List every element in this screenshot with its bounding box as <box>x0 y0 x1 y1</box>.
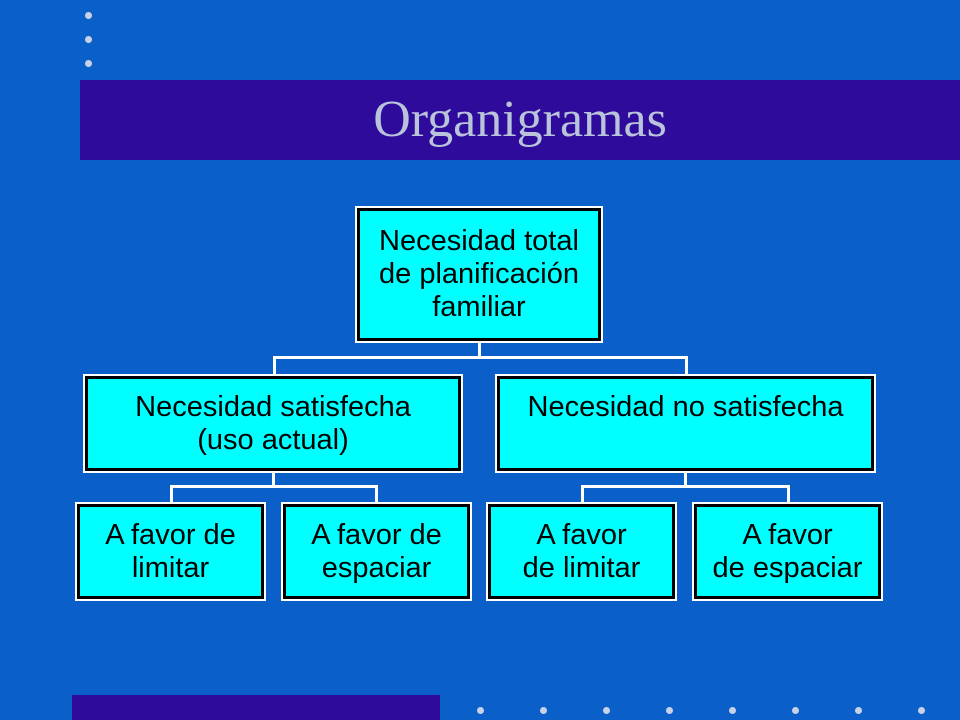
connector-right-child-down <box>684 470 687 487</box>
org-box-label: A favor de espaciar <box>712 518 863 584</box>
title-band: Organigramas <box>80 80 960 160</box>
connector-right-child-bar <box>581 485 790 488</box>
org-box-satisfied-need: Necesidad satisfecha (uso actual) <box>85 376 461 471</box>
connector-root-down <box>478 342 481 359</box>
org-box-label: Necesidad total de planificación familia… <box>379 225 579 323</box>
org-box-label: Necesidad no satisfecha <box>527 391 844 423</box>
connector-left-child-down <box>272 470 275 487</box>
decorative-dot <box>540 707 547 714</box>
decorative-dot <box>729 707 736 714</box>
org-box-unmet-need: Necesidad no satisfecha <box>497 376 874 471</box>
decorative-dot <box>85 60 92 67</box>
connector-level2-bar <box>273 356 688 359</box>
org-box-limit-satisfied: A favor de limitar <box>77 504 264 599</box>
org-box-space-unmet: A favor de espaciar <box>694 504 881 599</box>
decorative-dot <box>603 707 610 714</box>
decorative-dot <box>477 707 484 714</box>
org-box-label: A favor de limitar <box>105 518 236 584</box>
org-box-label: A favor de limitar <box>522 518 641 584</box>
connector-right-child-b <box>787 485 790 505</box>
connector-left-child-a <box>170 485 173 505</box>
decorative-dot <box>85 36 92 43</box>
org-box-space-satisfied: A favor de espaciar <box>283 504 470 599</box>
decorative-dot <box>666 707 673 714</box>
connector-right-down <box>685 356 688 376</box>
connector-left-down <box>273 356 276 376</box>
org-box-label: Necesidad satisfecha (uso actual) <box>135 390 411 456</box>
connector-right-child-a <box>581 485 584 505</box>
decorative-dot <box>85 12 92 19</box>
bottom-band <box>72 695 440 720</box>
connector-left-child-b <box>375 485 378 505</box>
decorative-dot <box>792 707 799 714</box>
org-box-root: Necesidad total de planificación familia… <box>357 208 601 341</box>
decorative-dot <box>855 707 862 714</box>
slide-title: Organigramas <box>373 91 667 148</box>
connector-left-child-bar <box>170 485 378 488</box>
org-box-limit-unmet: A favor de limitar <box>488 504 675 599</box>
decorative-dot <box>918 707 925 714</box>
org-box-label: A favor de espaciar <box>311 518 442 584</box>
